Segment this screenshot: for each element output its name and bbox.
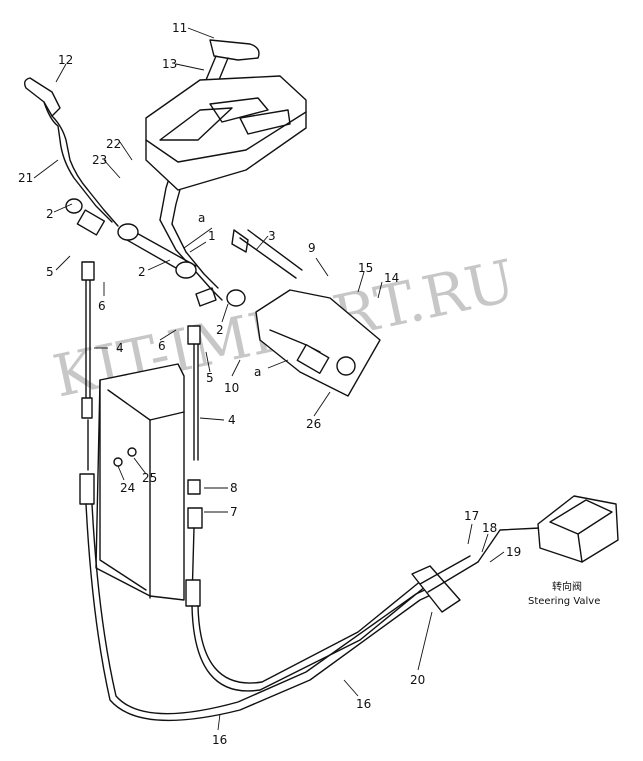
- callout-12: 12: [58, 53, 73, 67]
- callout-5-left: 5: [46, 265, 54, 279]
- callout-6-left: 6: [98, 299, 106, 313]
- leader-lines: [33, 27, 505, 731]
- callout-23: 23: [92, 153, 107, 167]
- callout-9: 9: [308, 241, 316, 255]
- callout-a-lower: a: [254, 365, 261, 379]
- cable-mount-plate: [411, 527, 541, 613]
- callout-24: 24: [120, 481, 135, 495]
- callout-20: 20: [410, 673, 425, 687]
- callout-10: 10: [224, 381, 239, 395]
- callout-19: 19: [506, 545, 521, 559]
- callout-22: 22: [106, 137, 121, 151]
- callout-6-right: 6: [158, 339, 166, 353]
- callout-16-bottom: 16: [212, 733, 227, 747]
- callout-8: 8: [230, 481, 238, 495]
- callout-2-middle: 2: [138, 265, 146, 279]
- callout-16-right: 16: [356, 697, 371, 711]
- callout-4-right: 4: [228, 413, 236, 427]
- callout-11: 11: [172, 21, 187, 35]
- callout-5-right: 5: [206, 371, 214, 385]
- control-cable-left: [79, 261, 447, 722]
- steering-valve-label-en: Steering Valve: [528, 596, 600, 607]
- left-steering-lever: [23, 77, 119, 236]
- steering-valve-label-cn: 转向阀: [552, 580, 582, 593]
- callout-18: 18: [482, 521, 497, 535]
- cross-shaft-assembly: [65, 198, 303, 307]
- callout-2-right: 2: [216, 323, 224, 337]
- callout-2-upper-left: 2: [46, 207, 54, 221]
- bracket: [255, 289, 381, 397]
- callout-13: 13: [162, 57, 177, 71]
- callout-3: 3: [268, 229, 276, 243]
- callout-1: 1: [208, 229, 216, 243]
- callout-21: 21: [18, 171, 33, 185]
- callout-a-upper: a: [198, 211, 205, 225]
- callout-14: 14: [384, 271, 399, 285]
- callout-4-left: 4: [116, 341, 124, 355]
- lever-cover: [145, 75, 307, 191]
- console-box: [95, 363, 185, 601]
- callout-17: 17: [464, 509, 479, 523]
- callout-25: 25: [142, 471, 157, 485]
- callout-26: 26: [306, 417, 321, 431]
- callout-15: 15: [358, 261, 373, 275]
- callout-7: 7: [230, 505, 238, 519]
- control-cable-right: [185, 325, 427, 692]
- steering-valve-icon: [537, 495, 619, 563]
